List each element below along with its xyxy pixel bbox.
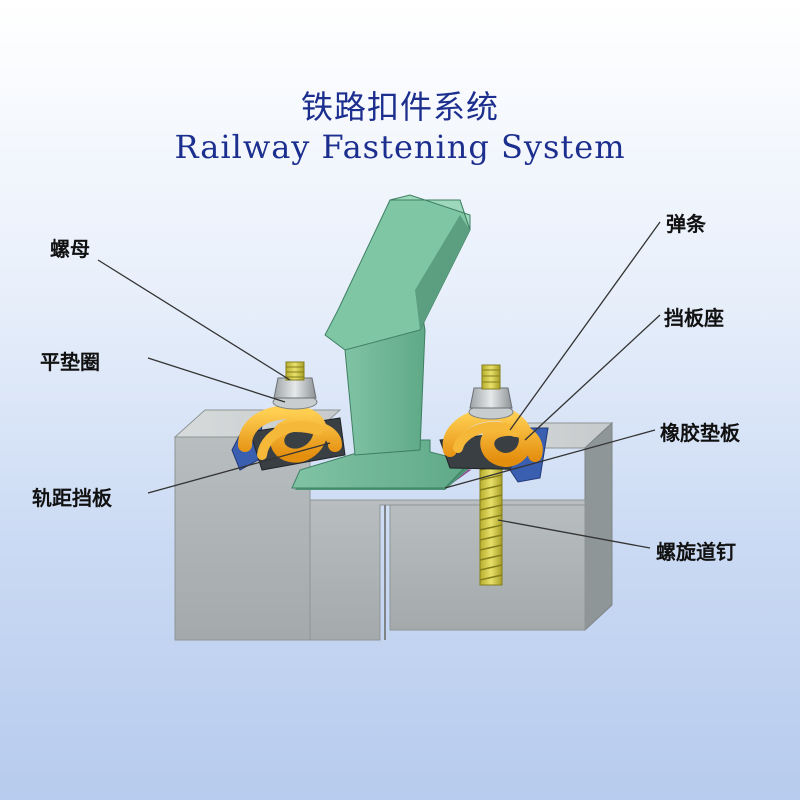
rail xyxy=(291,194,471,490)
title-english: Railway Fastening System xyxy=(174,128,626,166)
label-nut: 螺母 xyxy=(50,237,90,261)
leader-lines xyxy=(97,221,661,549)
left-fastening xyxy=(231,361,346,471)
leader-spring-clip xyxy=(509,221,661,431)
label-gauge-baffle: 轨距挡板 xyxy=(32,486,112,510)
label-screw-spike: 螺旋道钉 xyxy=(656,540,736,564)
label-baffle-seat: 挡板座 xyxy=(664,306,724,330)
leader-screw-spike xyxy=(497,519,651,549)
leader-baffle-seat xyxy=(524,314,661,441)
leader-flat-washer xyxy=(147,357,286,403)
label-rubber-pad: 橡胶垫板 xyxy=(660,421,740,445)
leader-rubber-pad xyxy=(444,429,656,489)
label-flat-washer: 平垫圈 xyxy=(40,350,100,374)
title-chinese: 铁路扣件系统 xyxy=(300,88,499,126)
label-spring-clip: 弹条 xyxy=(666,212,706,236)
leader-nut xyxy=(97,259,291,381)
leader-gauge-baffle xyxy=(147,442,331,494)
